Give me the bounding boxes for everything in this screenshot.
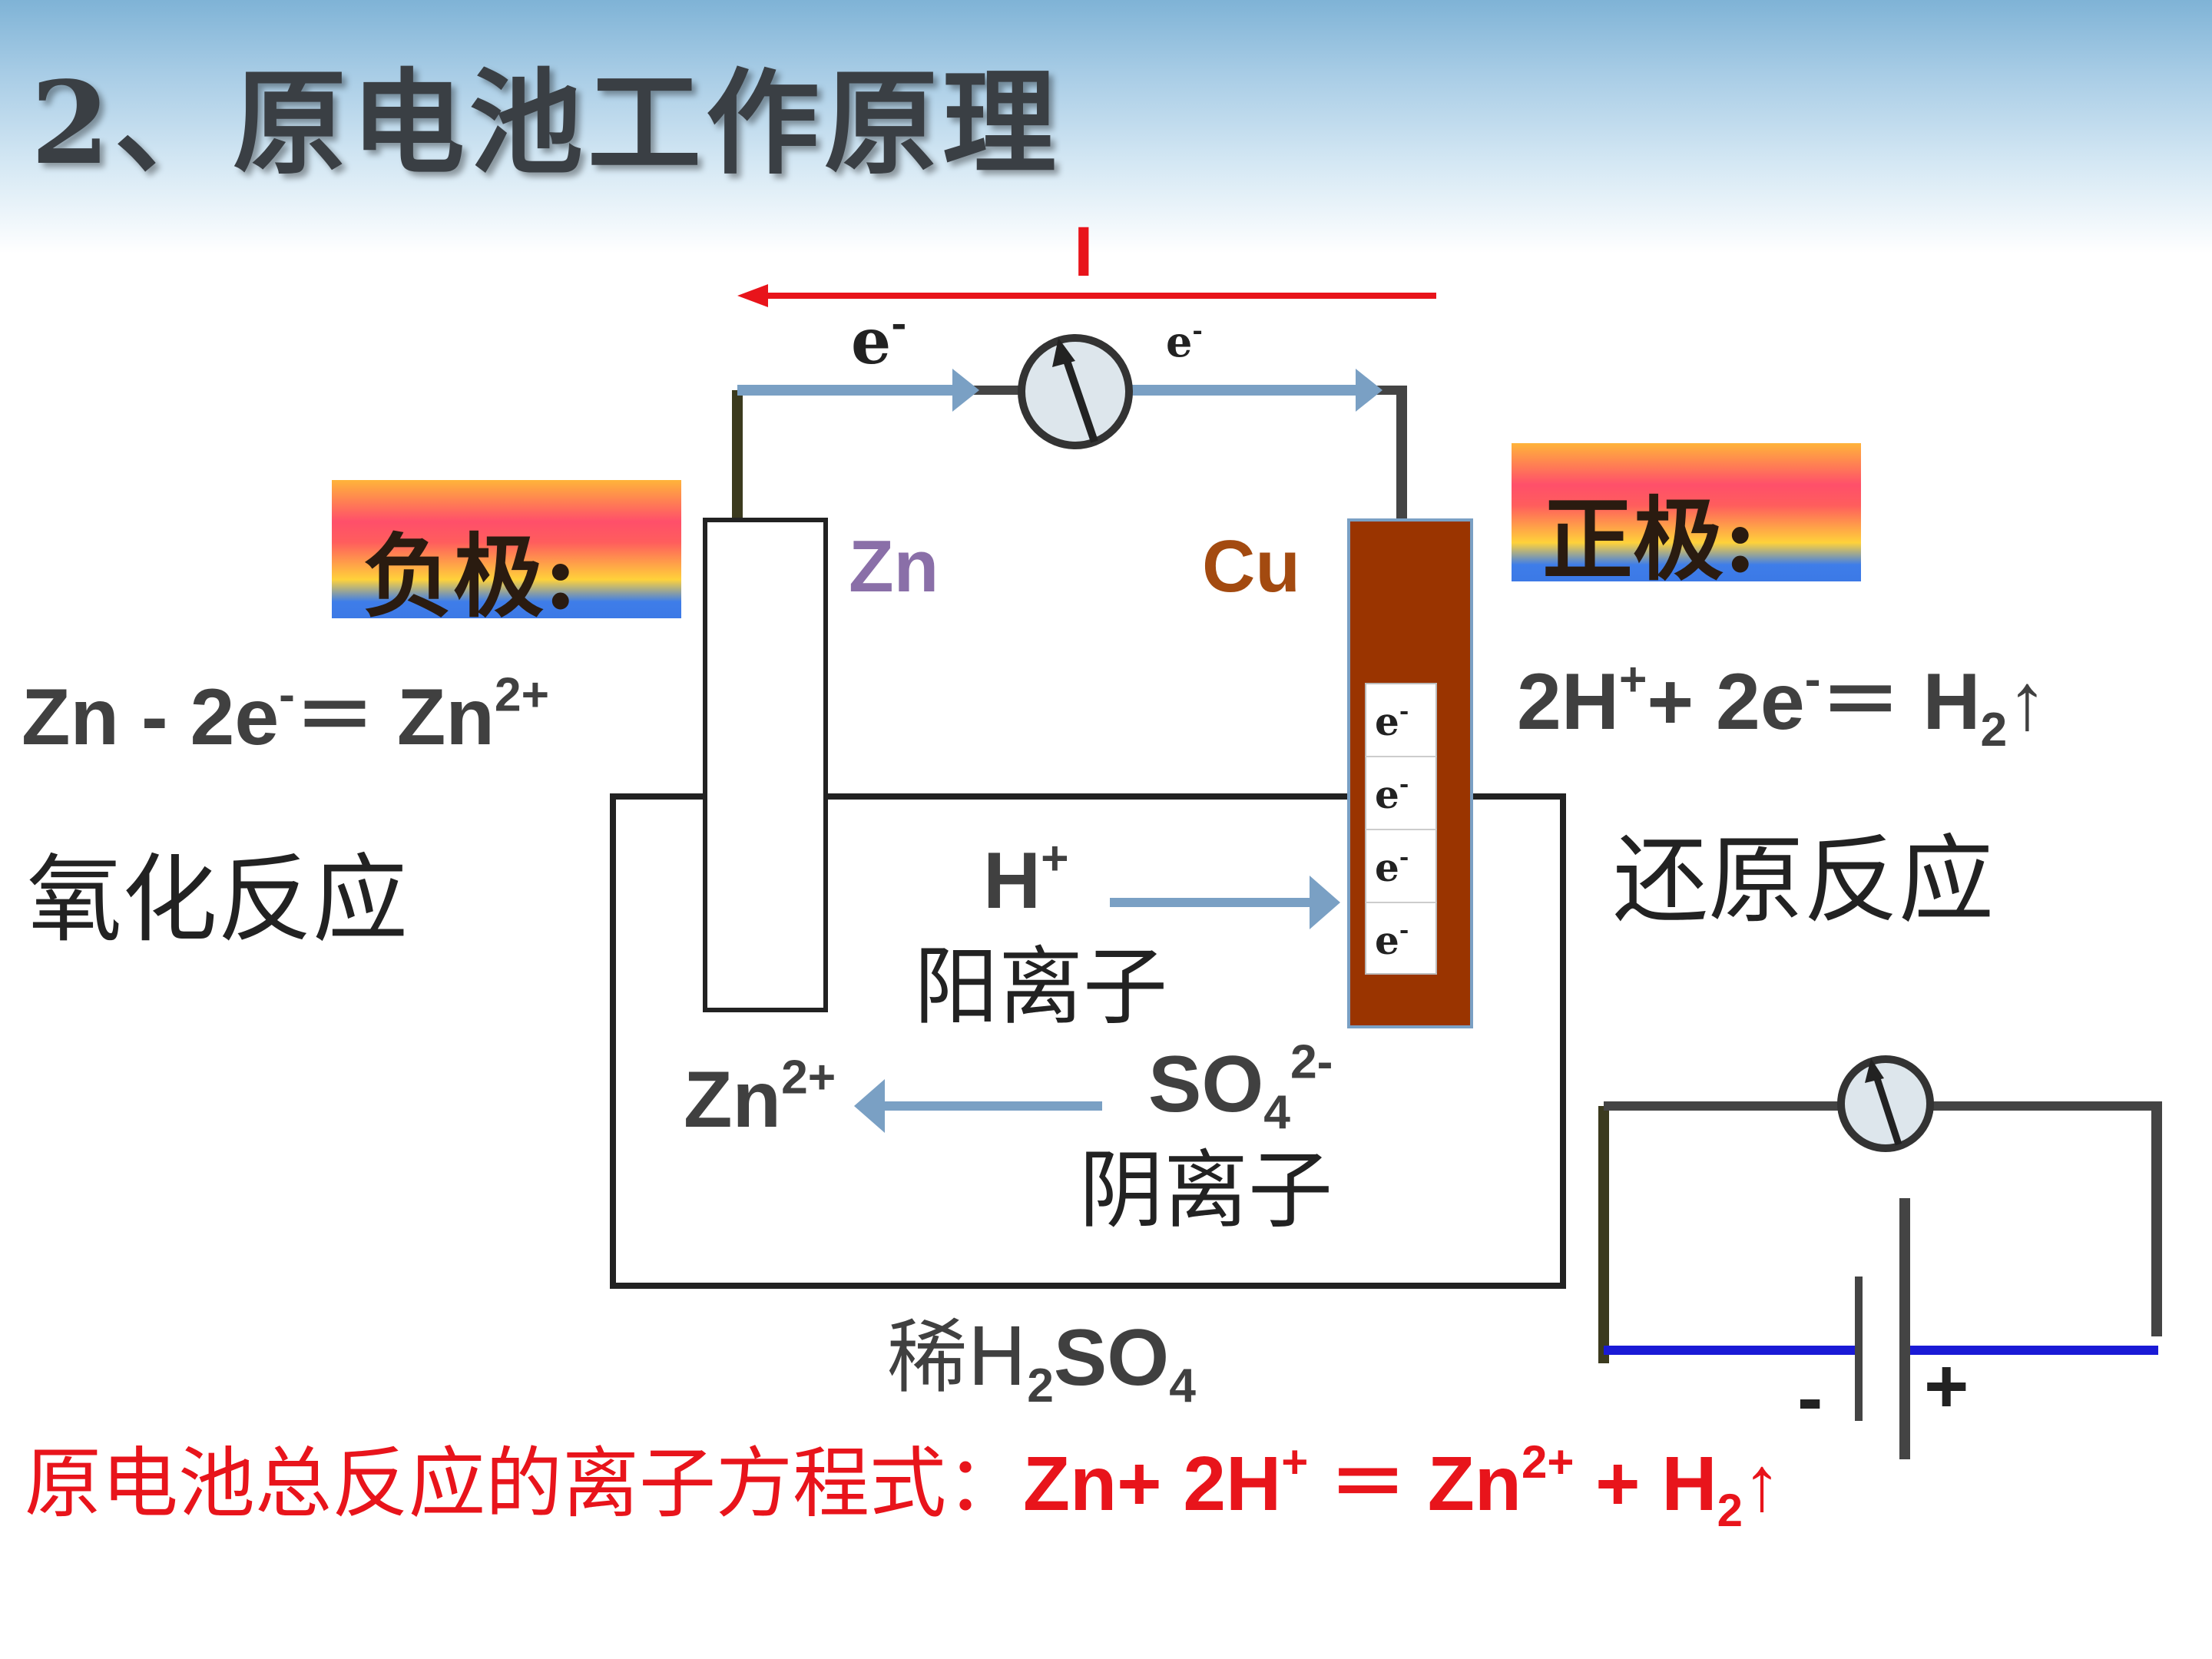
- current-label: I: [1074, 213, 1094, 291]
- cation-name: 阳离子: [914, 938, 1167, 1036]
- copper-label: Cu: [1202, 525, 1300, 608]
- electron-arrow-left: [737, 369, 979, 412]
- zinc-ion-label: Zn2+: [684, 1051, 836, 1144]
- electron-arrow-right: [1129, 369, 1382, 412]
- cation-label: H+: [983, 832, 1069, 926]
- beaker: [610, 793, 1566, 1289]
- cation-arrow: [1110, 876, 1340, 929]
- negative-equation: Zn - 2e-＝ Zn2+: [22, 668, 550, 762]
- copper-electron-2: e-: [1375, 771, 1409, 817]
- anion-name: 阴离子: [1079, 1141, 1333, 1240]
- copper-electron-1: e-: [1375, 698, 1409, 744]
- reduction-label: 还原反应: [1613, 826, 1995, 936]
- overall-equation: 原电池总反应的离子方程式：Zn+ 2H+ ＝ Zn2+ + H2↑: [25, 1436, 1781, 1536]
- zinc-electrode: [703, 518, 828, 1012]
- positive-electrode-banner: 正极:: [1512, 443, 1861, 593]
- copper-electron-4: e-: [1375, 917, 1409, 963]
- negative-electrode-banner: 负极:: [332, 480, 681, 630]
- battery-plus: +: [1924, 1343, 1969, 1429]
- zinc-label: Zn: [849, 525, 939, 608]
- header-banner: [0, 0, 2212, 253]
- electron-label-left: e-: [851, 301, 907, 379]
- electrolyte-label: 稀H2SO4: [887, 1310, 1196, 1412]
- copper-electron-3: e-: [1375, 844, 1409, 890]
- small-galvanometer: [1837, 1055, 1934, 1152]
- current-arrow: [737, 284, 1436, 307]
- page-title: 2、原电池工作原理: [31, 56, 1061, 190]
- anion-arrow: [854, 1079, 1102, 1133]
- anion-label: SO42-: [1148, 1035, 1333, 1139]
- small-circuit: [1598, 1101, 2162, 1459]
- positive-equation: 2H++ 2e-＝ H2↑: [1517, 653, 2048, 757]
- electron-label-right: e-: [1166, 316, 1203, 366]
- oxidation-label: 氧化反应: [27, 845, 409, 955]
- galvanometer: [1018, 334, 1133, 449]
- battery-minus: -: [1797, 1355, 1823, 1441]
